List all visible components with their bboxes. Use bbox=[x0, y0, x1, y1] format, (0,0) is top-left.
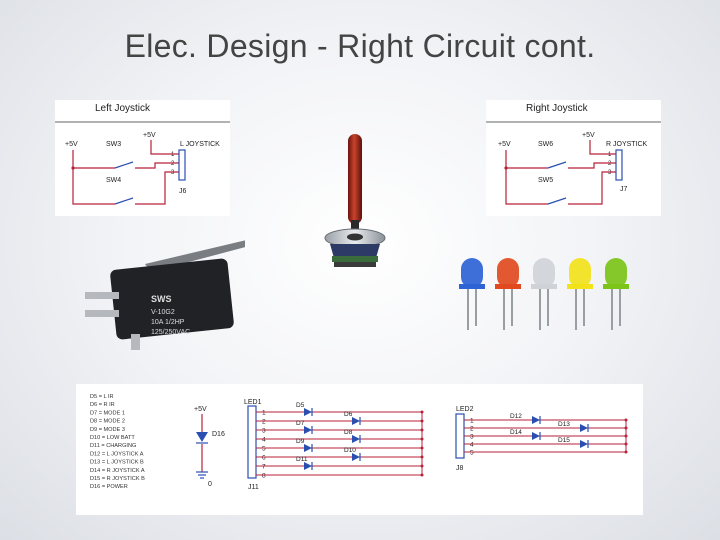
left-ref: J6 bbox=[179, 188, 187, 195]
diode-d13: D13 bbox=[558, 421, 589, 432]
legend-entry: D9 = MODE 3 bbox=[90, 427, 125, 433]
left-pin-3: 3 bbox=[171, 170, 175, 176]
right-sw-bottom: SW5 bbox=[538, 177, 553, 184]
legend-entry: D16 = POWER bbox=[90, 484, 128, 490]
switch-brand: SWS bbox=[151, 294, 172, 304]
legend-entry: D7 = MODE 1 bbox=[90, 410, 125, 416]
left-joystick-schematic: Left Joystick +5V +5V SW3 SW4 L JOYSTICK… bbox=[55, 100, 230, 216]
led1-pin: 4 bbox=[262, 437, 266, 444]
left-sw-top: SW3 bbox=[106, 141, 121, 148]
led2-ref: J8 bbox=[456, 465, 464, 472]
diode-d6: D6 bbox=[344, 411, 361, 425]
legend-entry: D5 = L IR bbox=[90, 394, 114, 400]
right-pin-3: 3 bbox=[608, 170, 612, 176]
power-label: +5V bbox=[194, 406, 207, 413]
diode-label: D8 bbox=[344, 429, 353, 436]
diode-d9: D9 bbox=[296, 438, 313, 452]
diode-label: D9 bbox=[296, 438, 305, 445]
led1-pin: 6 bbox=[262, 455, 266, 462]
diode-label: D7 bbox=[296, 420, 305, 427]
legend-entry: D11 = CHARGING bbox=[90, 443, 136, 449]
switch-model: V-10G2 bbox=[151, 309, 175, 316]
led-3 bbox=[531, 258, 557, 330]
led2-pin: 2 bbox=[470, 426, 474, 433]
led2-pin: 4 bbox=[470, 442, 474, 449]
switch-rating-2: 125/250VAC bbox=[151, 329, 190, 336]
led1-pin: 2 bbox=[262, 419, 266, 426]
legend-entry: D12 = L JOYSTICK A bbox=[90, 451, 144, 457]
right-5v-b: +5V bbox=[582, 132, 595, 139]
led2-pin: 5 bbox=[470, 450, 474, 457]
left-5v-a: +5V bbox=[65, 141, 78, 148]
led1-pin: 3 bbox=[262, 428, 266, 435]
left-sw-bottom: SW4 bbox=[106, 177, 121, 184]
legend-entry: D10 = LOW BATT bbox=[90, 435, 135, 441]
right-joystick-schematic: Right Joystick +5V +5V SW6 SW5 R JOYSTIC… bbox=[486, 100, 661, 216]
legend-entry: D13 = L JOYSTICK B bbox=[90, 460, 144, 466]
led1-pin: 5 bbox=[262, 446, 266, 453]
legend-entry: D6 = R IR bbox=[90, 402, 115, 408]
right-connector-label: R JOYSTICK bbox=[606, 141, 648, 148]
right-pin-2: 2 bbox=[608, 161, 612, 167]
diode-d8: D8 bbox=[344, 429, 361, 443]
led1-ref: J11 bbox=[248, 484, 259, 491]
diode-d7: D7 bbox=[296, 420, 313, 434]
joystick-photo bbox=[324, 134, 386, 267]
led2-pin: 1 bbox=[470, 418, 474, 425]
diode-label: D12 bbox=[510, 413, 522, 420]
led2-name: LED2 bbox=[456, 406, 474, 413]
diode-label: D10 bbox=[344, 447, 356, 454]
led1-pin: 7 bbox=[262, 464, 266, 471]
led1-pin: 8 bbox=[262, 473, 266, 480]
right-ref: J7 bbox=[620, 186, 628, 193]
led-schematic: D5 = L IR D6 = R IR D7 = MODE 1 D8 = MODE 2… bbox=[76, 384, 643, 515]
left-heading: Left Joystick bbox=[95, 103, 151, 114]
diode-d5: D5 bbox=[296, 402, 313, 416]
right-pin-1: 1 bbox=[608, 152, 612, 158]
slide-title: Elec. Design - Right Circuit cont. bbox=[124, 28, 596, 64]
led-1 bbox=[459, 258, 485, 330]
diode-legend: D5 = L IR D6 = R IR D7 = MODE 1 D8 = MODE 2… bbox=[90, 394, 145, 490]
diode-label: D5 bbox=[296, 402, 305, 409]
legend-entry: D15 = R JOYSTICK B bbox=[90, 476, 145, 482]
right-5v-a: +5V bbox=[498, 141, 511, 148]
left-5v-b: +5V bbox=[143, 132, 156, 139]
switch-rating-1: 10A 1/2HP bbox=[151, 319, 185, 326]
led-2 bbox=[495, 258, 521, 330]
diode-d12: D12 bbox=[510, 413, 541, 424]
led-5 bbox=[603, 258, 629, 330]
led1-name: LED1 bbox=[244, 399, 262, 406]
led1-pin: 1 bbox=[262, 410, 266, 417]
left-connector-label: L JOYSTICK bbox=[180, 141, 220, 148]
left-pin-2: 2 bbox=[171, 161, 175, 167]
diode-d15: D15 bbox=[558, 437, 589, 448]
power-diode-label: D16 bbox=[212, 431, 225, 438]
ground-label: 0 bbox=[208, 481, 212, 488]
diode-d14: D14 bbox=[510, 429, 541, 440]
legend-entry: D8 = MODE 2 bbox=[90, 419, 125, 425]
diode-label: D11 bbox=[296, 456, 308, 463]
diode-label: D14 bbox=[510, 429, 522, 436]
diode-d11: D11 bbox=[296, 456, 313, 470]
diode-d10: D10 bbox=[344, 447, 361, 461]
left-pin-1: 1 bbox=[171, 152, 175, 158]
diode-label: D6 bbox=[344, 411, 353, 418]
right-heading: Right Joystick bbox=[526, 103, 589, 114]
led-4 bbox=[567, 258, 593, 330]
legend-entry: D14 = R JOYSTICK A bbox=[90, 468, 145, 474]
diode-label: D15 bbox=[558, 437, 570, 444]
led2-pin: 3 bbox=[470, 434, 474, 441]
right-sw-top: SW6 bbox=[538, 141, 553, 148]
diode-label: D13 bbox=[558, 421, 570, 428]
leds-photo bbox=[459, 258, 629, 330]
microswitch-photo: SWS V-10G2 10A 1/2HP 125/250VAC bbox=[85, 240, 245, 350]
